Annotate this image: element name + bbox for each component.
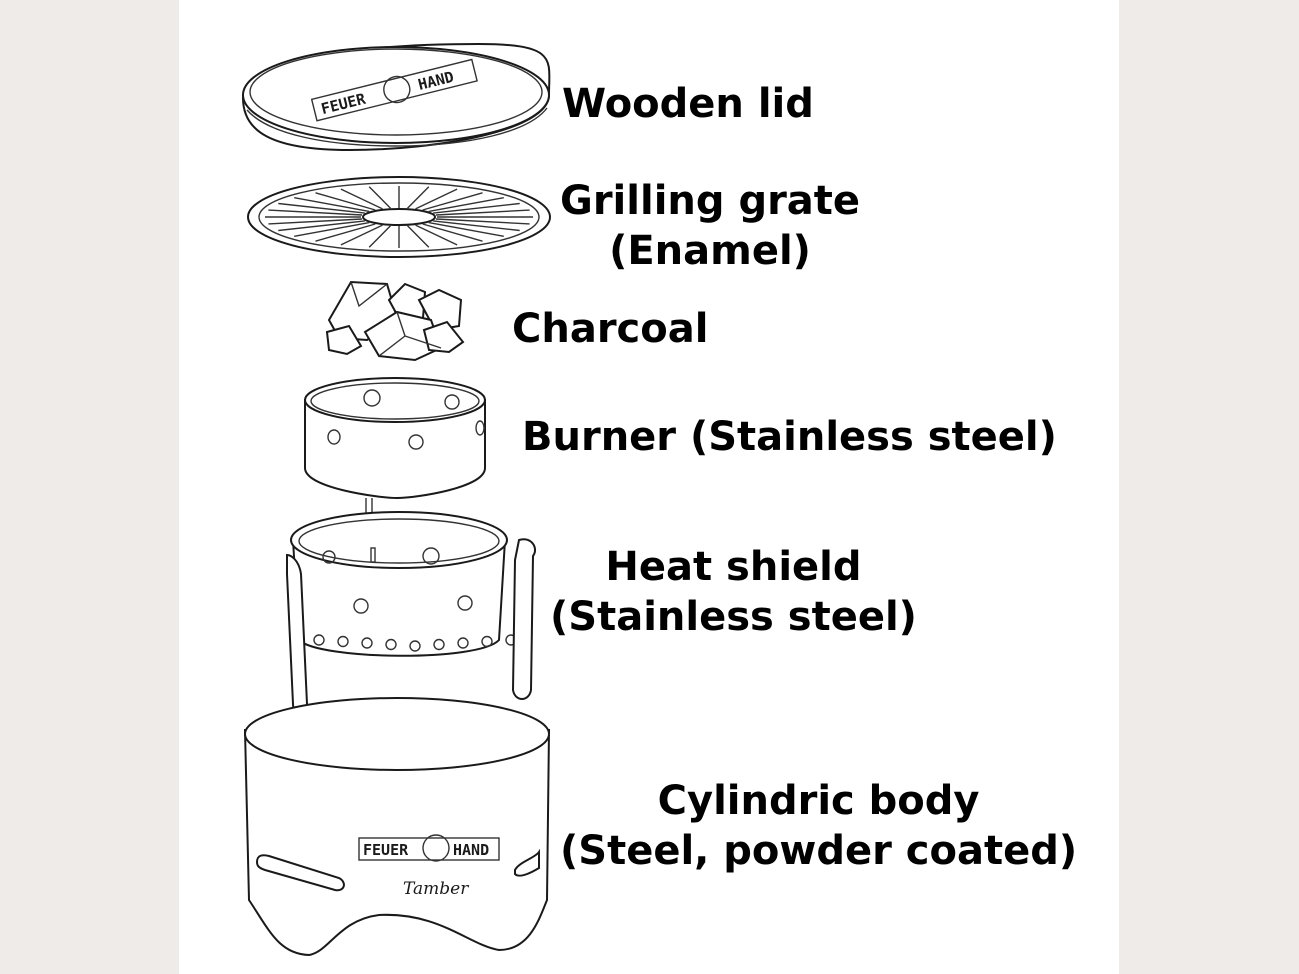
grate-bar bbox=[315, 192, 376, 211]
exploded-view-drawing: FEUER HAND bbox=[241, 42, 551, 957]
grate-bar bbox=[415, 224, 458, 246]
grate-bar bbox=[435, 218, 530, 225]
grate-bar bbox=[433, 202, 520, 214]
grate-bar bbox=[278, 202, 365, 214]
air-hole bbox=[433, 638, 445, 651]
air-hole bbox=[457, 637, 469, 649]
cylindric-body-drawing: FEUER HAND Tamber bbox=[243, 697, 551, 957]
grate-bar bbox=[422, 192, 483, 211]
grate-bar bbox=[340, 224, 383, 246]
grate-bar bbox=[428, 221, 504, 237]
grilling-grate-drawing bbox=[247, 176, 551, 258]
grate-bar bbox=[368, 186, 391, 209]
grate-bar bbox=[428, 197, 504, 213]
grate-bar bbox=[315, 223, 376, 242]
grate-bar bbox=[268, 209, 363, 216]
burner-drawing bbox=[304, 377, 486, 514]
charcoal-drawing bbox=[325, 280, 465, 362]
grate-bar bbox=[340, 188, 383, 210]
grate-bar bbox=[435, 209, 530, 216]
grate-bar bbox=[278, 220, 365, 232]
diagram-canvas: FEUER HAND bbox=[179, 0, 1119, 974]
grate-bar bbox=[407, 225, 430, 248]
label-cylindric-body: Cylindric body (Steel, powder coated) bbox=[560, 778, 1078, 874]
label-grilling-grate: Grilling grate (Enamel) bbox=[560, 178, 861, 274]
wooden-lid-drawing: FEUER HAND bbox=[241, 42, 551, 152]
body-logo-right-text: HAND bbox=[453, 841, 489, 859]
grate-bar bbox=[407, 186, 430, 209]
air-hole bbox=[337, 635, 349, 648]
grate-bar bbox=[368, 225, 391, 248]
label-wooden-lid: Wooden lid bbox=[562, 81, 814, 127]
label-charcoal: Charcoal bbox=[512, 306, 709, 352]
air-hole bbox=[409, 640, 421, 652]
grate-bar bbox=[415, 188, 458, 210]
grate-bar bbox=[294, 197, 370, 213]
heat-shield-drawing bbox=[286, 511, 537, 714]
body-model-text: Tamber bbox=[403, 879, 469, 899]
air-hole bbox=[481, 635, 493, 648]
label-burner: Burner (Stainless steel) bbox=[522, 414, 1057, 460]
grate-bar bbox=[294, 221, 370, 237]
air-hole bbox=[385, 638, 397, 651]
grate-bar bbox=[268, 218, 363, 225]
body-logo-left-text: FEUER bbox=[363, 841, 409, 859]
air-hole bbox=[361, 637, 373, 649]
grate-bar bbox=[433, 220, 520, 232]
label-heat-shield: Heat shield (Stainless steel) bbox=[550, 544, 917, 640]
air-hole bbox=[313, 634, 325, 646]
grate-bar bbox=[422, 223, 483, 242]
